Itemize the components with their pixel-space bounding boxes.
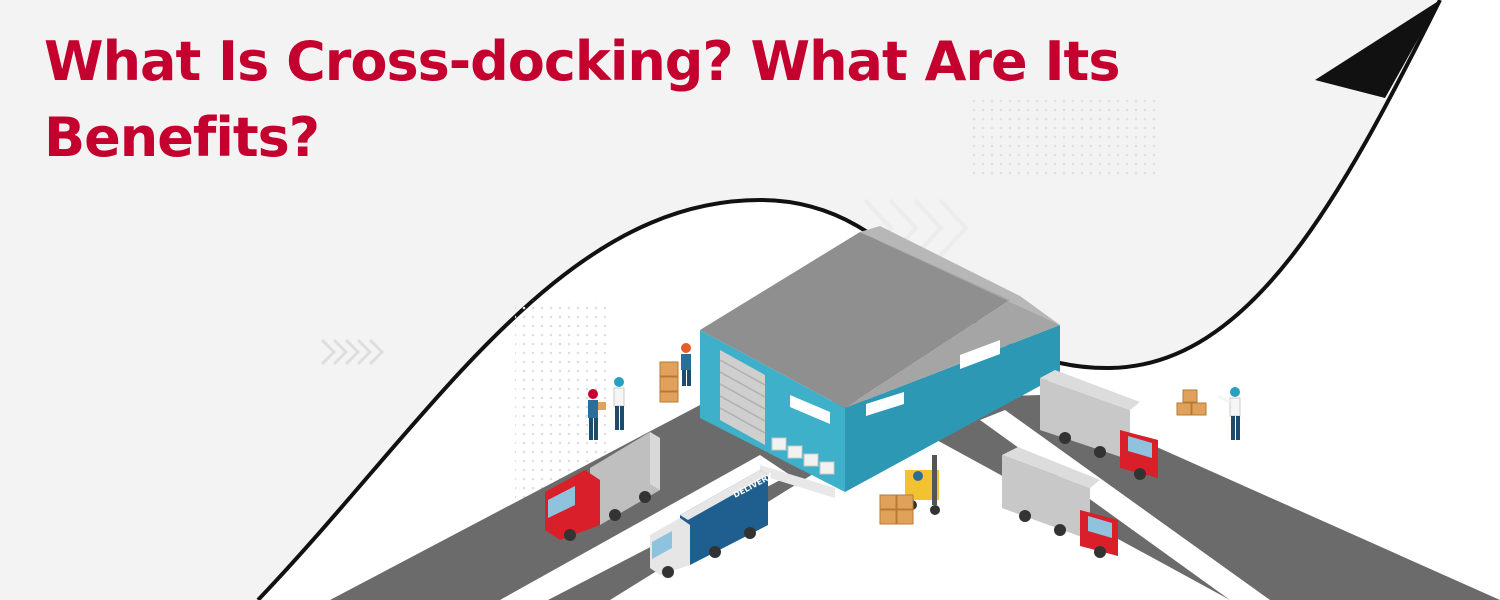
boxes-forklift <box>879 494 914 525</box>
truck-red-right-bottom <box>1002 447 1118 558</box>
dot-grid-icon <box>970 100 1160 180</box>
worker-left-2 <box>588 389 606 440</box>
boxes-right <box>1176 389 1207 416</box>
worker-left-1 <box>681 343 691 386</box>
truck-red-right-top <box>1040 370 1158 480</box>
worker-right <box>1217 387 1241 440</box>
forklift <box>905 455 940 515</box>
arrow-head-icon <box>1315 0 1440 98</box>
worker-left-3 <box>613 377 625 430</box>
truck-delivery: DELIVERY <box>650 470 774 578</box>
chevrons-icon <box>320 338 385 366</box>
roads <box>330 395 1500 600</box>
title-line-1: What Is Cross-docking? What Are Its <box>44 30 1121 93</box>
title-line-2: Benefits? <box>44 106 320 169</box>
truck-red-left <box>545 432 660 541</box>
warehouse <box>700 226 1060 498</box>
page-title: What Is Cross-docking? What Are Its Bene… <box>44 24 1244 176</box>
boxes-stack-left <box>659 361 679 403</box>
